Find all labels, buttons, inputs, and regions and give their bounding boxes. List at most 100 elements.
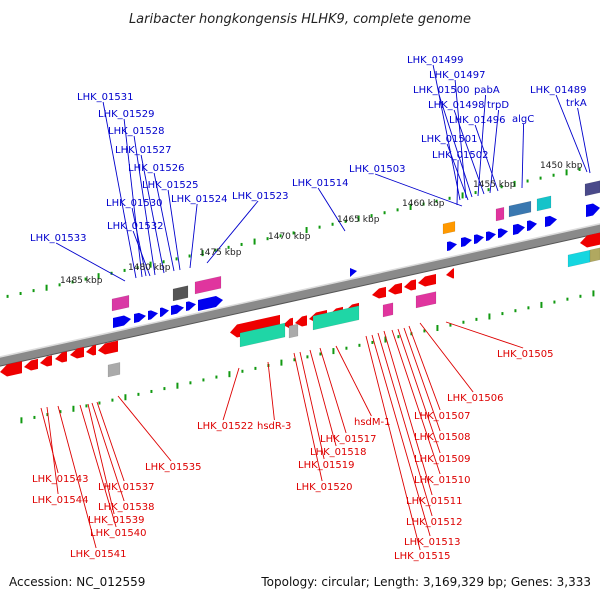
scale-tick-upper xyxy=(305,227,308,234)
reverse-gene-arrow xyxy=(295,315,307,327)
scale-tick-upper xyxy=(6,294,9,298)
domain-box xyxy=(584,180,600,197)
scale-tick-lower xyxy=(163,387,166,391)
scale-tick-lower xyxy=(46,413,49,417)
forward-gene-arrow xyxy=(545,215,557,227)
position-tick-label: 1465 kbp xyxy=(337,215,380,225)
reverse-label-connector xyxy=(57,405,97,549)
forward-gene-label: trkA xyxy=(566,98,587,109)
scale-tick-lower xyxy=(124,394,127,401)
forward-gene-arrow xyxy=(186,301,196,311)
scale-tick-upper xyxy=(188,254,191,258)
scale-tick-lower xyxy=(527,306,530,310)
scale-tick-upper xyxy=(383,211,386,215)
forward-label-connector xyxy=(131,207,147,277)
forward-gene-label: pabA xyxy=(474,85,500,96)
scale-tick-upper xyxy=(448,196,451,200)
reverse-gene-arrow xyxy=(86,344,96,356)
scale-tick-upper xyxy=(162,260,165,264)
forward-label-connector xyxy=(102,101,137,279)
scale-tick-upper xyxy=(539,176,542,180)
forward-label-connector xyxy=(432,64,461,201)
scale-tick-upper xyxy=(84,277,87,281)
reverse-label-connector xyxy=(419,322,474,393)
reverse-gene-label: LHK_01506 xyxy=(447,393,503,404)
domain-box xyxy=(288,323,299,339)
forward-gene-label: LHK_01530 xyxy=(106,198,162,209)
label-connectors xyxy=(40,64,591,551)
forward-gene-label: algC xyxy=(512,114,534,125)
scale-tick-lower xyxy=(150,389,153,393)
forward-label-connector xyxy=(167,189,181,271)
reverse-gene-label: LHK_01510 xyxy=(414,475,470,486)
reverse-label-connector xyxy=(293,352,323,482)
forward-label-connector xyxy=(489,109,500,194)
reverse-gene-arrow xyxy=(446,268,454,279)
domain-box xyxy=(111,294,130,312)
reverse-gene-label: LHK_01507 xyxy=(414,411,470,422)
scale-tick-lower xyxy=(449,323,452,327)
domain-box xyxy=(567,249,591,268)
scale-tick-lower xyxy=(111,398,114,402)
reverse-gene-arrow xyxy=(98,340,118,355)
reverse-label-connector xyxy=(445,321,524,349)
reverse-label-connector xyxy=(222,367,240,421)
reverse-gene-arrow xyxy=(40,355,52,367)
reverse-gene-label: LHK_01511 xyxy=(406,496,462,507)
forward-gene-arrow xyxy=(134,312,146,323)
reverse-label-connector xyxy=(96,401,125,482)
forward-gene-arrow xyxy=(447,241,457,251)
forward-gene-arrow xyxy=(513,223,525,235)
scale-tick-lower xyxy=(241,369,244,373)
domain-box xyxy=(239,322,286,348)
scale-tick-lower xyxy=(475,317,478,321)
scale-tick-upper xyxy=(32,289,35,293)
reverse-gene-label: LHK_01543 xyxy=(32,474,88,485)
forward-gene-arrow xyxy=(171,304,184,315)
domain-box xyxy=(194,275,222,295)
forward-gene-arrow xyxy=(160,307,169,317)
scale-tick-upper xyxy=(266,237,269,241)
reverse-label-connector xyxy=(377,332,433,517)
scale-tick-lower xyxy=(72,405,75,412)
forward-label-connector xyxy=(132,230,151,277)
forward-label-connector xyxy=(133,135,156,276)
backbone xyxy=(0,223,600,367)
reverse-label-connector xyxy=(319,347,347,434)
forward-gene-label: LHK_01497 xyxy=(429,70,485,81)
scale-tick-upper xyxy=(253,238,256,245)
scale-tick-lower xyxy=(319,352,322,356)
reverse-label-connector xyxy=(46,406,59,495)
scale-tick-upper xyxy=(552,173,555,177)
reverse-gene-label: LHK_01522 xyxy=(197,421,253,432)
forward-gene-label: LHK_01496 xyxy=(449,115,505,126)
reverse-label-connector xyxy=(383,330,433,496)
reverse-label-connector xyxy=(408,325,441,411)
scale-tick-lower xyxy=(462,320,465,324)
forward-gene-label: LHK_01523 xyxy=(232,191,288,202)
scale-tick-lower xyxy=(592,290,595,297)
scale-tick-lower xyxy=(306,355,309,359)
forward-label-connector xyxy=(474,124,499,192)
domain-box xyxy=(312,305,360,331)
reverse-label-connector xyxy=(397,328,441,454)
forward-label-connector xyxy=(555,94,588,173)
scale-tick-lower xyxy=(215,375,218,379)
domain-box xyxy=(495,206,505,222)
reverse-gene-label: LHK_01544 xyxy=(32,495,88,506)
domain-box xyxy=(172,285,189,302)
reverse-label-connector xyxy=(79,404,117,528)
scale-tick-upper xyxy=(435,199,438,203)
domain-box xyxy=(508,200,532,218)
scale-tick-lower xyxy=(176,382,179,389)
forward-label-connector xyxy=(453,109,485,195)
scale-tick-lower xyxy=(33,415,36,419)
forward-label-connector xyxy=(521,123,525,189)
forward-label-connector xyxy=(577,107,591,174)
forward-gene-label: LHK_01528 xyxy=(108,126,164,137)
position-tick-label: 1470 kbp xyxy=(268,232,311,242)
scale-tick-lower xyxy=(553,300,556,304)
forward-label-connector xyxy=(374,173,463,207)
scale-tick-lower xyxy=(280,359,283,366)
